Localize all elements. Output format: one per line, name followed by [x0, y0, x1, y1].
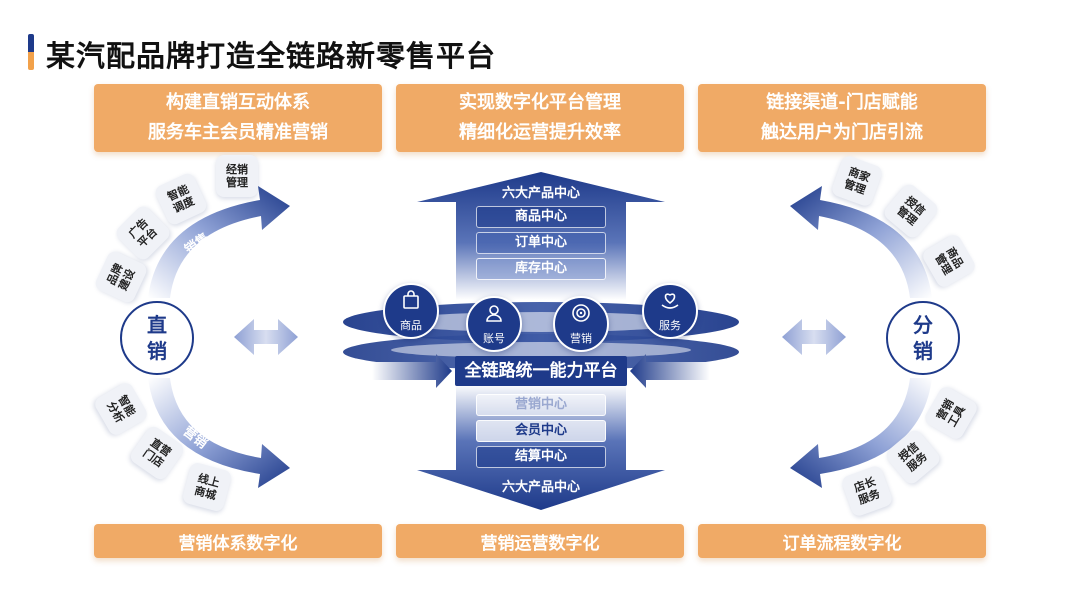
center-up-arrow	[417, 172, 665, 300]
user-icon	[483, 302, 505, 328]
node-text: 分	[913, 313, 933, 337]
top-box-line: 服务车主会员精准营销	[148, 122, 328, 143]
heart-hand-icon	[659, 289, 681, 315]
service-disc-label: 服务	[659, 319, 681, 332]
center-item-members: 会员中心	[476, 420, 606, 442]
bottom-box-order-process: 订单流程数字化	[698, 524, 986, 558]
product-disc-label: 商品	[400, 319, 422, 332]
service-disc: 服务	[642, 283, 698, 339]
chip-text: 管理	[226, 176, 248, 189]
bottom-box-marketing-system: 营销体系数字化	[94, 524, 382, 558]
platform-ring-lower-inner	[391, 342, 691, 358]
chip-dealer-management: 经销管理	[216, 155, 258, 197]
top-box-line: 触达用户为门店引流	[761, 122, 923, 143]
marketing-disc-label: 营销	[570, 332, 592, 345]
center-item-orders: 订单中心	[476, 232, 606, 254]
platform-in-arrow-left	[372, 354, 452, 388]
right-double-arrow	[782, 319, 846, 355]
node-text: 直	[147, 313, 167, 337]
unified-platform-bar: 全链路统一能力平台	[455, 356, 627, 386]
top-box-line: 实现数字化平台管理	[459, 92, 621, 113]
chip-text: 经销	[226, 163, 248, 176]
bottom-box-marketing-ops: 营销运营数字化	[396, 524, 684, 558]
account-disc-label: 账号	[483, 332, 505, 345]
product-disc: 商品	[383, 283, 439, 339]
top-box-direct-sales: 构建直销互动体系 服务车主会员精准营销	[94, 84, 382, 152]
top-box-distribution: 链接渠道-门店赋能 触达用户为门店引流	[698, 84, 986, 152]
center-item-marketing: 营销中心	[476, 394, 606, 416]
left-double-arrow	[234, 319, 298, 355]
left-upper-arc-arrow	[148, 186, 290, 298]
platform-in-arrow-right	[630, 354, 710, 388]
node-text: 销	[147, 339, 167, 363]
target-icon	[570, 302, 592, 328]
shopping-bag-icon	[400, 289, 422, 315]
node-text: 销	[913, 339, 933, 363]
direct-sales-node: 直销	[120, 301, 194, 375]
center-item-settlement: 结算中心	[476, 446, 606, 468]
top-box-line: 精细化运营提升效率	[459, 122, 621, 143]
account-disc: 账号	[466, 296, 522, 352]
center-item-inventory: 库存中心	[476, 258, 606, 280]
page-title: 某汽配品牌打造全链路新零售平台	[46, 39, 497, 73]
left-lower-arc-arrow	[148, 378, 290, 488]
right-lower-arc-arrow	[790, 378, 932, 488]
top-box-platform: 实现数字化平台管理 精细化运营提升效率	[396, 84, 684, 152]
marketing-disc: 营销	[553, 296, 609, 352]
center-bottom-header: 六大产品中心	[501, 480, 580, 495]
center-item-products: 商品中心	[476, 206, 606, 228]
right-upper-arc-arrow	[790, 186, 932, 298]
top-box-line: 构建直销互动体系	[166, 92, 310, 113]
center-top-header: 六大产品中心	[501, 186, 580, 201]
top-box-line: 链接渠道-门店赋能	[766, 92, 918, 113]
title-accent-bar	[28, 34, 34, 70]
distribution-node: 分销	[886, 301, 960, 375]
